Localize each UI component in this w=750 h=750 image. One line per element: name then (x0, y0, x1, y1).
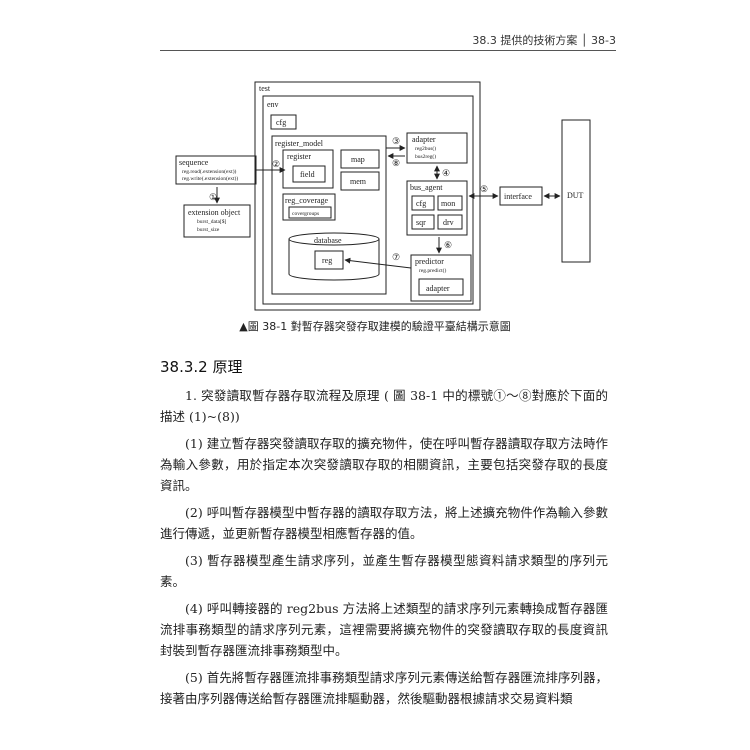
map-box (340, 149, 380, 169)
section-title: 38.3.2 原理 (160, 358, 243, 376)
sequence-write-line: reg.write(.extension(ext)) (182, 175, 238, 182)
sequence-read-line: reg.read(.extension(ext)) (182, 168, 237, 175)
adapter-box (406, 132, 468, 164)
marker-4: ④ (442, 168, 450, 178)
interface-label: interface (504, 192, 532, 201)
mon-label: mon (441, 199, 455, 208)
figure-caption: ▲圖 38-1 對暫存器突發存取建模的驗證平臺結構示意圖 (239, 320, 511, 333)
paragraph-step-4: (4) 呼叫轉接器的 reg2bus 方法將上述類型的請求序列元素轉換成暫存器匯… (160, 601, 608, 658)
running-header-text: 38.3 提供的技術方案 │ 38-3 (472, 34, 616, 47)
sequence-label: sequence (179, 158, 209, 167)
paragraph-step-5: (5) 首先將暫存器匯流排事務類型請求序列元素傳送給暫存器匯流排序列器，接著由序… (160, 670, 608, 706)
register-model-box (271, 135, 387, 295)
extension-object-label: extension object (188, 208, 241, 217)
extension-burst-size: burst_size (197, 227, 220, 233)
paragraph-step-2: (2) 呼叫暫存器模型中暫存器的讀取存取方法，將上述擴充物件作為輸入參數進行傳遞… (160, 505, 608, 541)
env-box (262, 95, 474, 305)
register-model-label: register_model (275, 139, 324, 148)
marker-8: ⑧ (392, 158, 400, 168)
marker-1: ① (209, 192, 217, 202)
env-cfg-box (270, 114, 297, 130)
dut-label: DUT (567, 191, 584, 200)
body-text: 1. 突發讀取暫存器存取流程及原理 ( 圖 38-1 中的標號①～⑧對應於下面的… (160, 385, 608, 715)
env-cfg-label: cfg (276, 118, 286, 127)
predictor-predict-line: reg.predict() (419, 267, 446, 274)
paragraph-step-1: (1) 建立暫存器突發讀取存取的擴充物件，使在呼叫暫存器讀取存取方法時作為輸入參… (160, 436, 608, 493)
database-label: database (314, 236, 342, 245)
covergroups-box (288, 206, 332, 219)
predictor-label: predictor (415, 257, 444, 266)
drv-box (437, 214, 463, 230)
testbench-diagram: test env cfg register_model register fie… (155, 80, 620, 315)
mem-box (340, 171, 380, 191)
register-label: register (287, 152, 311, 161)
dut-box (561, 119, 591, 263)
mem-label: mem (350, 177, 367, 186)
agent-cfg-box (411, 195, 435, 211)
reg-coverage-box (282, 193, 336, 221)
db-reg-label: reg (322, 256, 332, 265)
agent-cfg-label: cfg (416, 199, 426, 208)
drv-label: drv (443, 218, 454, 227)
sqr-box (411, 214, 435, 230)
running-header: 38.3 提供的技術方案 │ 38-3 (160, 32, 616, 51)
sqr-label: sqr (416, 218, 426, 227)
predictor-adapter-box (418, 278, 464, 296)
map-label: map (351, 155, 365, 164)
predictor-box (410, 254, 472, 302)
adapter-label: adapter (412, 135, 436, 144)
interface-box (499, 186, 543, 206)
field-box (292, 165, 326, 183)
field-label: field (300, 170, 315, 179)
reg-coverage-label: reg_coverage (285, 196, 329, 205)
extension-object-box (183, 204, 251, 238)
adapter-reg2bus: reg2bus() (415, 145, 436, 152)
paragraph-intro: 1. 突發讀取暫存器存取流程及原理 ( 圖 38-1 中的標號①～⑧對應於下面的… (160, 388, 608, 424)
env-label: env (267, 100, 279, 109)
adapter-bus2reg: bus2reg() (415, 153, 436, 160)
mon-box (437, 195, 463, 211)
bus-agent-label: bus_agent (410, 183, 443, 192)
bus-agent-box (406, 180, 468, 236)
marker-2: ② (272, 159, 280, 169)
marker-7: ⑦ (392, 252, 400, 262)
db-reg-box (314, 250, 344, 270)
extension-burst-data: burst_data[$] (197, 218, 226, 225)
marker-3: ③ (392, 136, 400, 146)
marker-6: ⑥ (444, 240, 452, 250)
paragraph-step-3: (3) 暫存器模型產生請求序列，並產生暫存器模型態資料請求類型的序列元素。 (160, 553, 608, 589)
covergroups-label: covergroups (292, 211, 319, 217)
test-label: test (259, 84, 271, 93)
marker-5: ⑤ (480, 184, 488, 194)
predictor-adapter-label: adapter (426, 284, 450, 293)
